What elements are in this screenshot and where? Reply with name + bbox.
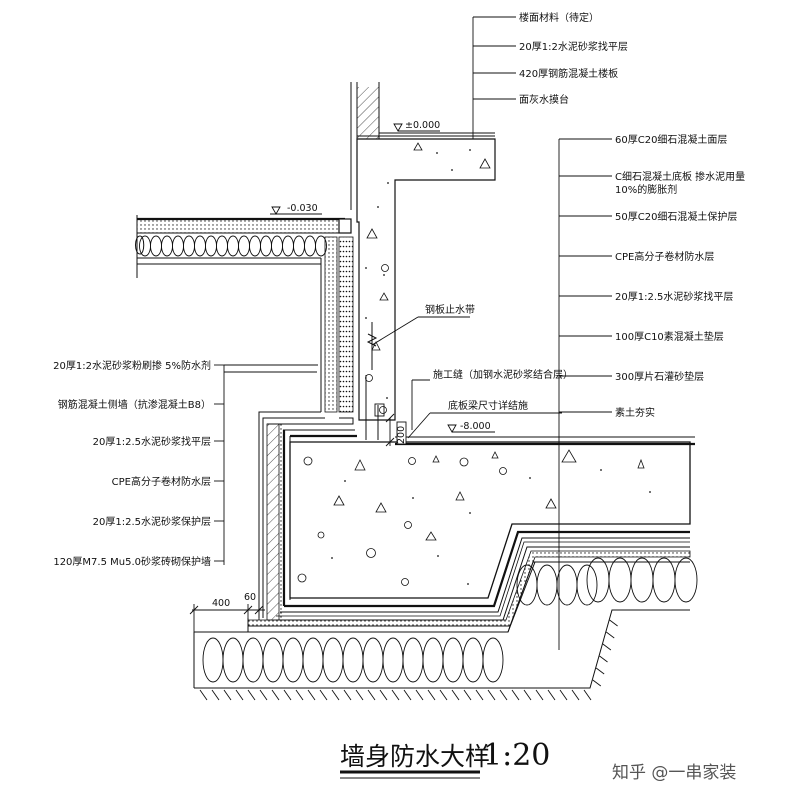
drawing-title: 墙身防水大样 1:20 <box>340 738 550 779</box>
cobble-stone <box>630 557 654 603</box>
title-scale: 1:20 <box>483 738 550 773</box>
callout-cpe-membrane: CPE高分子卷材防水层 <box>615 250 714 263</box>
dimension-200: 200 <box>396 426 407 444</box>
cobble-stone <box>194 235 206 257</box>
dimension-60: 60 <box>244 592 256 603</box>
cobble-stone <box>271 235 283 257</box>
cobble-stone <box>249 235 261 257</box>
steel-waterstop <box>365 322 407 445</box>
leader-lines <box>214 16 612 650</box>
cobble-stone <box>293 235 305 257</box>
cobble-stone <box>462 637 484 683</box>
base-soil <box>193 561 690 701</box>
title-text: 墙身防水大样 <box>340 742 490 771</box>
top-callouts: 楼面材料（待定） 20厚1:2水泥砂浆找平层 420厚钢筋混凝土楼板 面灰水摸台 <box>519 11 628 106</box>
callout-expansion-agent: 10%的膨胀剂 <box>615 183 677 196</box>
level-base: -8.000 <box>460 421 491 432</box>
cobble-stone <box>382 637 404 683</box>
dimension-400: 400 <box>212 598 230 609</box>
cobble-stone <box>216 235 228 257</box>
cobble-stone <box>183 235 195 257</box>
cobble-stone <box>536 564 558 606</box>
cobble-stone <box>652 557 676 603</box>
callout-c10-blinding: 100厚C10素混凝土垫层 <box>615 330 724 343</box>
base-slab <box>289 436 695 599</box>
cobble-stone <box>139 235 151 257</box>
dimension-lines <box>189 413 395 632</box>
callout-construction-joint: 施工缝（加钢水泥砂浆结合层） <box>433 368 573 381</box>
cobble-stone <box>161 235 173 257</box>
callout-wall-membrane: CPE高分子卷材防水层 <box>112 475 211 488</box>
cobble-stone <box>202 637 224 683</box>
center-callouts: 钢板止水带 施工缝（加钢水泥砂浆结合层） 底板梁尺寸详结施 <box>425 303 573 412</box>
callout-plaster-admix: 20厚1:2水泥砂浆粉刷掺 5%防水剂 <box>53 359 211 372</box>
cobble-stone <box>222 637 244 683</box>
cobble-stone <box>442 637 464 683</box>
cobble-stone <box>586 557 610 603</box>
callout-leveling-layer: 20厚1:2.5水泥砂浆找平层 <box>615 290 733 303</box>
callout-floor-finish: 楼面材料（待定） <box>519 11 599 24</box>
cobble-stone <box>304 235 316 257</box>
left-callouts: 20厚1:2水泥砂浆粉刷掺 5%防水剂 钢筋混凝土侧墙（抗渗混凝土B8） 20厚… <box>53 359 211 568</box>
cobble-stone <box>282 235 294 257</box>
cobble-stone <box>260 235 272 257</box>
dimension-labels: 400 60 200 <box>212 426 407 609</box>
callout-beam-size: 底板梁尺寸详结施 <box>448 399 528 412</box>
callout-rubble-sand: 300厚片石灌砂垫层 <box>615 370 704 383</box>
cobble-stone <box>482 637 504 683</box>
cobble-stone <box>608 557 632 603</box>
callout-c20-topping: 60厚C20细石混凝土面层 <box>615 133 727 146</box>
upper-wall <box>350 82 380 210</box>
base-cobble-layer <box>202 557 698 683</box>
cobble-stone <box>262 637 284 683</box>
floor-slab <box>356 132 496 421</box>
right-callouts: 60厚C20细石混凝土面层 C细石混凝土底板 掺水泥用量 10%的膨胀剂 50厚… <box>615 133 745 419</box>
callout-base-slab: C细石混凝土底板 掺水泥用量 <box>615 170 745 183</box>
cobble-stone <box>227 235 239 257</box>
cobble-stone <box>238 235 250 257</box>
cobble-stone <box>172 235 184 257</box>
cobble-stone <box>362 637 384 683</box>
cobble-stone <box>282 637 304 683</box>
level-floor: ±0.000 <box>405 120 440 131</box>
callout-c20-protection: 50厚C20细石混凝土保护层 <box>615 210 737 223</box>
cobble-stone <box>422 637 444 683</box>
cobble-stone <box>576 564 598 606</box>
level-slab: -0.030 <box>287 203 318 214</box>
ground-slab-left <box>135 215 352 278</box>
callout-wall-protection: 20厚1:2.5水泥砂浆保护层 <box>93 515 211 528</box>
callout-rc-side-wall: 钢筋混凝土侧墙（抗渗混凝土B8） <box>58 398 211 411</box>
cobble-stone <box>322 637 344 683</box>
cobble-stone <box>674 557 698 603</box>
cobble-stone <box>302 637 324 683</box>
callout-screed: 20厚1:2水泥砂浆找平层 <box>519 40 628 53</box>
cobble-stone <box>402 637 424 683</box>
cobble-stone <box>205 235 217 257</box>
callout-brick-wall: 120厚M7.5 Mu5.0砂浆砖砌保护墙 <box>53 555 211 568</box>
callout-rc-slab: 420厚钢筋混凝土楼板 <box>519 67 618 80</box>
callout-plaster: 面灰水摸台 <box>519 93 569 106</box>
cobble-stone <box>242 637 264 683</box>
level-markers <box>270 123 495 433</box>
callout-wall-leveling: 20厚1:2.5水泥砂浆找平层 <box>93 435 211 448</box>
level-labels: ±0.000 -0.030 -8.000 <box>287 120 491 432</box>
base-layers <box>194 530 691 633</box>
callout-compacted-soil: 素土夯实 <box>615 406 655 419</box>
callout-waterstop: 钢板止水带 <box>425 303 475 316</box>
cobble-stone <box>556 564 578 606</box>
cobble-stone <box>150 235 162 257</box>
cobble-stone <box>342 637 364 683</box>
left-cobble-layer <box>139 235 327 257</box>
watermark: 知乎 @一串家装 <box>612 763 736 783</box>
